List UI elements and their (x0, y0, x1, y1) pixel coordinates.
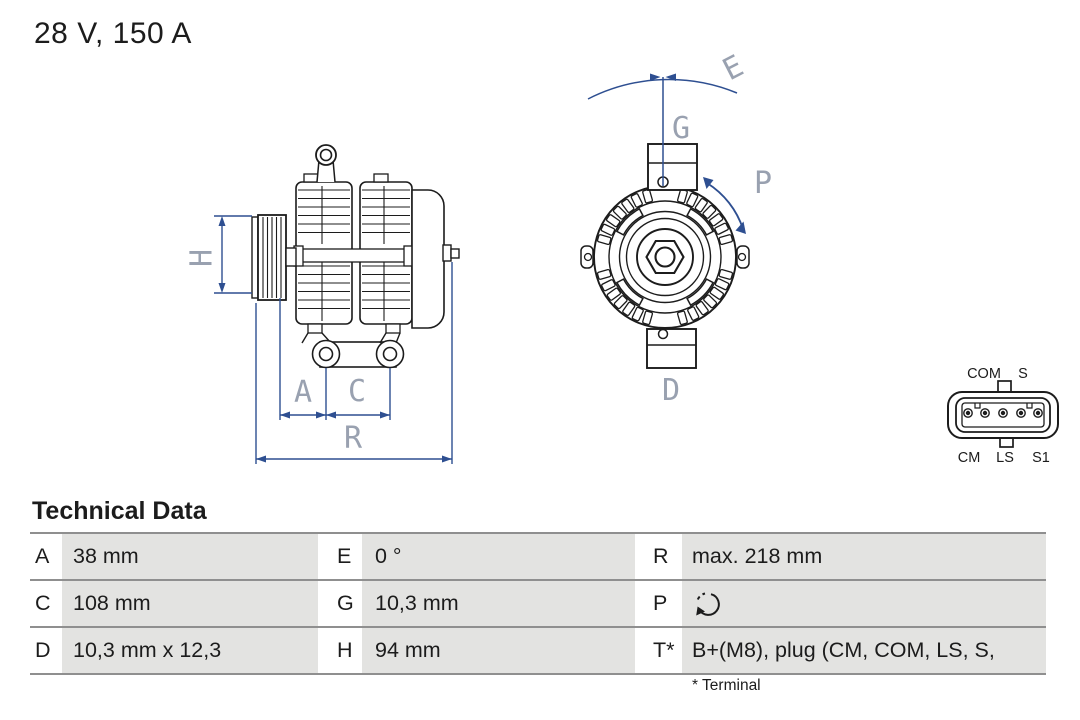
dim-label-d: D (662, 373, 680, 408)
connector-label-cm: CM (958, 450, 981, 466)
connector-label-s: S (1018, 366, 1028, 382)
spec-key: R (635, 534, 682, 579)
spec-value: max. 218 mm (682, 534, 1046, 579)
spec-key: P (635, 581, 682, 626)
page-title: 28 V, 150 A (34, 17, 192, 50)
spec-value: 10,3 mm (362, 581, 635, 626)
side-view-dimensions (214, 215, 453, 464)
spec-value: 108 mm (62, 581, 318, 626)
connector-pins (963, 408, 1043, 418)
alternator-technical-drawing: H A C R (185, 49, 1059, 466)
rotation-direction-icon (696, 592, 720, 616)
spec-key: C (30, 581, 62, 626)
front-view-drawing (580, 143, 750, 369)
table-row: A 38 mm E 0 ° R max. 218 mm (30, 534, 1046, 581)
connector-label-s1: S1 (1032, 450, 1050, 466)
dim-label-e: E (717, 49, 749, 88)
spec-key: A (30, 534, 62, 579)
technical-data-table: A 38 mm E 0 ° R max. 218 mm C 108 mm G 1… (30, 532, 1046, 675)
spec-key: G (318, 581, 362, 626)
terminal-footnote: * Terminal (692, 677, 761, 694)
section-heading: Technical Data (32, 497, 207, 525)
spec-value: 10,3 mm x 12,3 (62, 628, 318, 673)
dim-label-r: R (344, 421, 363, 456)
dim-label-a: A (294, 375, 312, 410)
table-row: D 10,3 mm x 12,3 H 94 mm T* B+(M8), plug… (30, 628, 1046, 675)
spec-key: H (318, 628, 362, 673)
spec-value: 94 mm (362, 628, 635, 673)
dim-label-g: G (672, 111, 690, 146)
spec-value: 0 ° (362, 534, 635, 579)
table-row: C 108 mm G 10,3 mm P (30, 581, 1046, 628)
dim-label-h: H (185, 249, 220, 267)
connector-label-com: COM (967, 366, 1001, 382)
dim-label-p: P (754, 166, 772, 201)
spec-key: T* (635, 628, 682, 673)
spec-value-rotation (682, 581, 1046, 626)
spec-key: D (30, 628, 62, 673)
spec-key: E (318, 534, 362, 579)
spec-value: 38 mm (62, 534, 318, 579)
spec-value: B+(M8), plug (CM, COM, LS, S, (682, 628, 1046, 673)
dim-label-c: C (348, 374, 366, 409)
connector-label-ls: LS (996, 450, 1014, 466)
connector-pinout-drawing (947, 380, 1059, 448)
front-view-annotations (587, 73, 746, 234)
side-view-drawing (251, 144, 460, 369)
